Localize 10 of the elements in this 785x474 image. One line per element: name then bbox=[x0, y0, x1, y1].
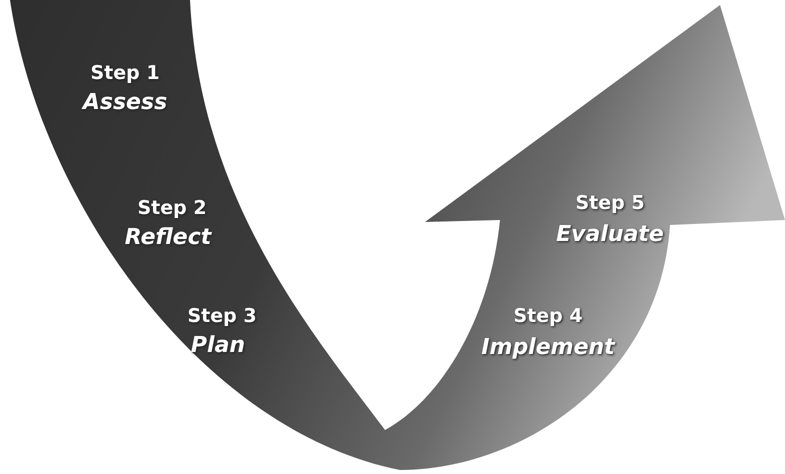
step-number: Step 3 bbox=[187, 305, 257, 327]
step-name: Assess bbox=[82, 90, 168, 115]
step-number: Step 5 bbox=[575, 192, 645, 214]
step-number: Step 1 bbox=[90, 62, 160, 84]
step-number: Step 2 bbox=[137, 197, 207, 219]
step-name: Plan bbox=[190, 333, 246, 358]
step-number: Step 4 bbox=[513, 305, 583, 327]
step-name: Evaluate bbox=[556, 222, 664, 247]
step-name: Reflect bbox=[124, 225, 212, 250]
step-name: Implement bbox=[481, 335, 615, 360]
